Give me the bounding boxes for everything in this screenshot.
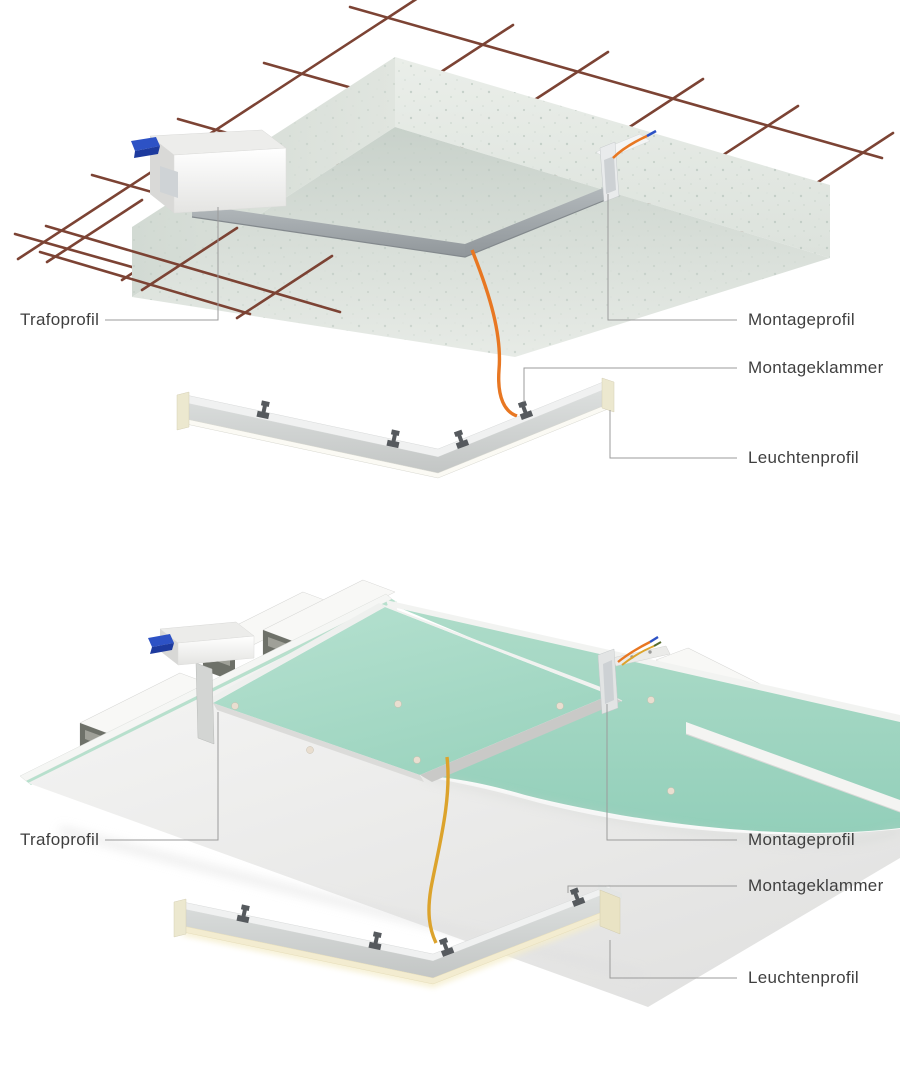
wire-tip [646,129,657,138]
montageprofil-graphic [595,129,657,203]
trafoprofil2-graphic [148,621,255,745]
figure1-label-leuchtenprofil: Leuchtenprofil [748,448,859,467]
board-edge-strip-right [686,722,900,812]
figure1-label-montageprofil: Montageprofil [748,310,855,329]
figure2-label-trafoprofil: Trafoprofil [20,830,100,849]
power-cable [427,756,450,944]
figure2-label-montageklammer: Montageklammer [748,876,884,895]
rebar-grid-front [38,198,342,320]
figure1-label-trafoprofil: Trafoprofil [20,310,100,329]
trafoprofil-graphic [131,129,287,214]
embedded-channel [191,186,609,258]
montageprofil2-graphic [597,635,671,715]
figure2-label-leuchtenprofil: Leuchtenprofil [748,968,859,987]
leuchtenprofil2-graphic [173,884,622,988]
figure1-label-montageklammer: Montageklammer [748,358,884,377]
framed-teal-panel [207,603,623,782]
figure2-label-montageprofil: Montageprofil [748,830,855,849]
leuchtenprofil-graphic [176,377,615,479]
figure1-concrete-ceiling [13,0,895,479]
figure2-drywall-ceiling [19,579,900,1007]
blue-clip-icon [131,137,160,151]
blue-clip-icon [148,634,174,647]
figure1-leader-lines [105,194,737,459]
power-cable [470,249,518,418]
teal-board-surface [386,600,900,845]
figure2-leader-lines [105,704,737,979]
panel-screws [231,700,564,764]
